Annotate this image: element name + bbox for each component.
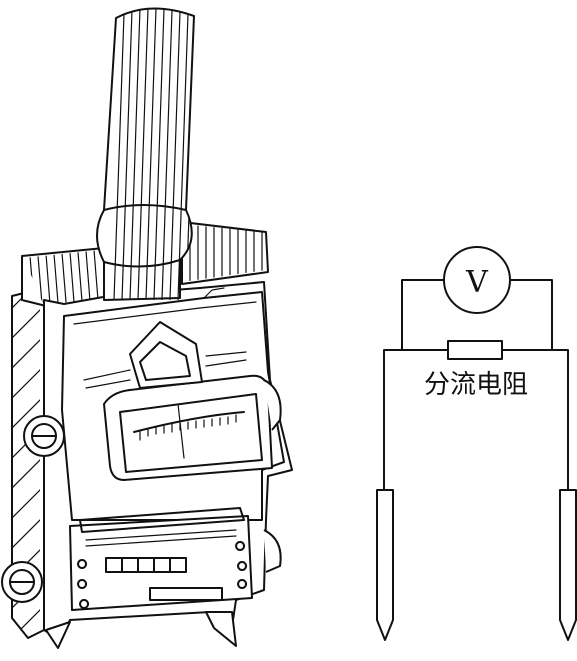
handle-grain: [113, 8, 194, 301]
display-scale-arc: [133, 411, 245, 433]
shunt-wire: [383, 349, 569, 491]
left-probe-icon: [376, 489, 394, 641]
display-pointer: [177, 403, 185, 459]
voltmeter-icon: [443, 246, 511, 314]
shunt-resistor-label: 分流电阻: [424, 370, 528, 400]
function-buttons: [105, 557, 187, 573]
display-window: [119, 393, 263, 473]
range-selector-knob: [129, 321, 203, 389]
voltmeter-symbol: V: [465, 265, 489, 300]
meter-top-right-slab: [181, 221, 269, 285]
right-probe-icon: [559, 489, 577, 641]
voltmeter-loop-wire: [401, 279, 553, 351]
shunt-circuit-diagram: V 分流电阻: [376, 246, 577, 641]
faceplate-frame: [61, 291, 285, 521]
shunt-resistor-icon: [447, 340, 503, 360]
clamp-meter-illustration: [1, 7, 293, 649]
lower-slot: [149, 587, 223, 601]
